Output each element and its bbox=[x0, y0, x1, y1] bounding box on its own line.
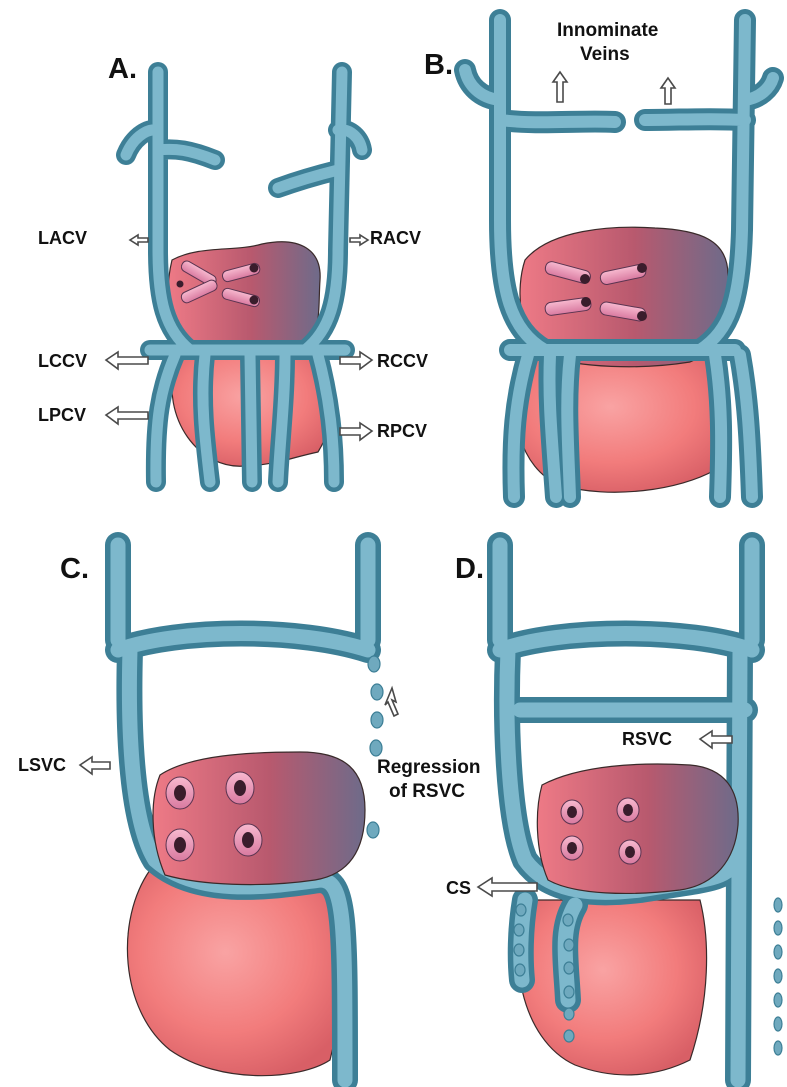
arrow-lsvc bbox=[80, 757, 110, 774]
label-lsvc: LSVC bbox=[18, 755, 66, 775]
label-regression: Regression bbox=[377, 757, 480, 778]
atrium-d bbox=[537, 764, 738, 893]
arrow-regression bbox=[385, 688, 398, 716]
panel-c: C. Regression of RSVC LSVC bbox=[18, 545, 480, 1080]
arrow-lacv bbox=[130, 235, 148, 245]
ventricle-d bbox=[518, 900, 706, 1075]
regressing-rsvc-dots bbox=[367, 656, 383, 838]
label-of-rsvc: of RSVC bbox=[389, 781, 465, 802]
ventricle-c bbox=[127, 870, 345, 1076]
label-lccv: LCCV bbox=[38, 351, 87, 371]
panel-d-letter: D. bbox=[455, 553, 484, 585]
label-cs: CS bbox=[446, 878, 471, 898]
label-lpcv: LPCV bbox=[38, 405, 86, 425]
atrium-c bbox=[153, 752, 365, 885]
label-veins: Veins bbox=[580, 44, 630, 65]
arrow-racv bbox=[350, 235, 368, 245]
label-lacv: LACV bbox=[38, 228, 87, 248]
label-innominate: Innominate bbox=[557, 20, 658, 41]
label-rpcv: RPCV bbox=[377, 421, 427, 441]
label-rccv: RCCV bbox=[377, 351, 428, 371]
panel-c-letter: C. bbox=[60, 553, 89, 585]
panel-d: D. bbox=[446, 545, 782, 1080]
label-racv: RACV bbox=[370, 228, 421, 248]
panel-a: A. LACV RACV LCCV RCCV LPCV RPCV bbox=[38, 53, 428, 482]
panel-b-letter: B. bbox=[424, 49, 453, 81]
arrow-rpcv bbox=[340, 423, 372, 440]
arrow-lpcv bbox=[106, 407, 148, 424]
arrow-innominate-right bbox=[661, 78, 675, 104]
panel-b: B. Innominate Veins bbox=[424, 20, 773, 497]
arrow-innominate-left bbox=[553, 72, 567, 102]
label-rsvc: RSVC bbox=[622, 729, 672, 749]
panel-a-letter: A. bbox=[108, 53, 137, 85]
